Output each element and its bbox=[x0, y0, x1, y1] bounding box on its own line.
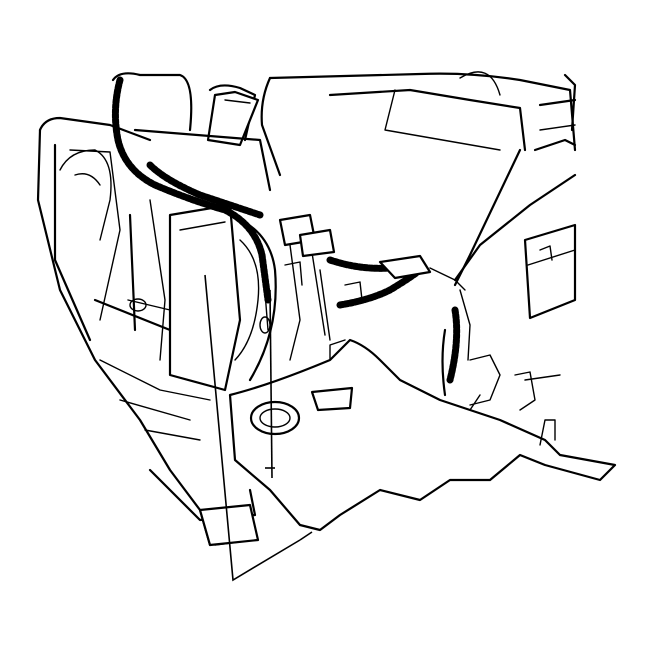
floor-pan bbox=[228, 289, 617, 532]
instrument-panel bbox=[260, 71, 577, 320]
callout-leaders bbox=[204, 274, 313, 582]
connector-cluster bbox=[278, 213, 466, 301]
seat-headrest bbox=[111, 72, 272, 192]
steering-column-area bbox=[127, 199, 277, 392]
